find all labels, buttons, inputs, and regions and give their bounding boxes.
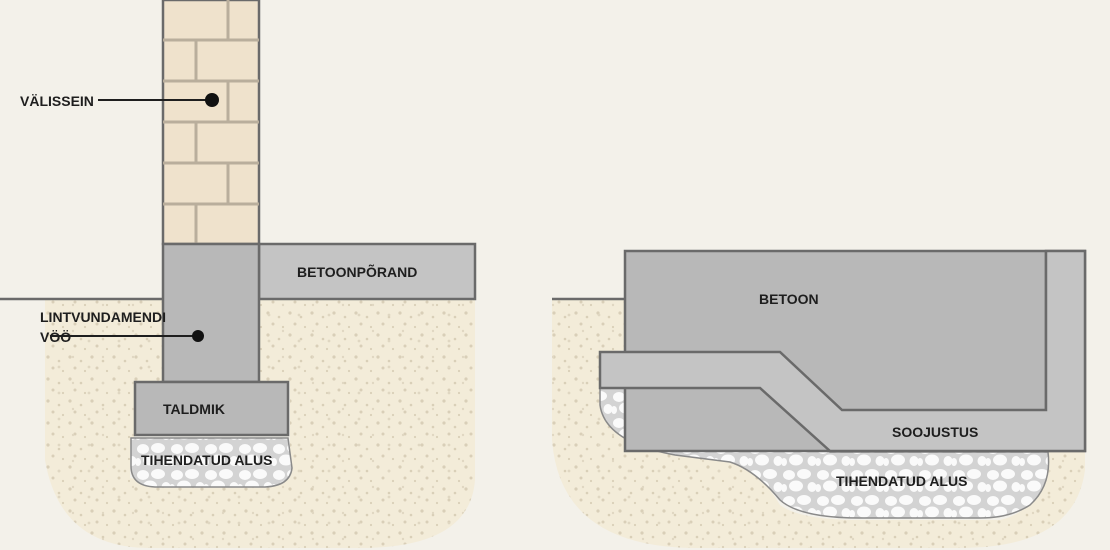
left-compacted-base — [130, 437, 293, 488]
strip-foundation — [161, 242, 261, 384]
strip-foundation-marker — [192, 330, 204, 342]
strip-foundation-label-line2: VÖÖ — [40, 329, 71, 345]
concrete-floor-label: BETOONPÕRAND — [297, 263, 417, 280]
insulation-layer — [598, 249, 1087, 453]
strip-foundation-label-line1: LINTVUNDAMENDI — [40, 309, 166, 325]
brick-mortar — [163, 0, 259, 244]
exterior-wall-label: VÄLISSEIN — [20, 93, 94, 109]
compacted-base-left-label: TIHENDATUD ALUS — [141, 452, 272, 468]
concrete-label: BETOON — [759, 291, 819, 307]
footing — [133, 380, 290, 437]
insulation-label: SOOJUSTUS — [892, 424, 978, 440]
exterior-wall-marker — [205, 93, 219, 107]
exterior-wall — [161, 0, 261, 246]
footing-label: TALDMIK — [163, 401, 225, 417]
compacted-base-right-label: TIHENDATUD ALUS — [836, 473, 967, 489]
right-soil — [552, 300, 1085, 548]
